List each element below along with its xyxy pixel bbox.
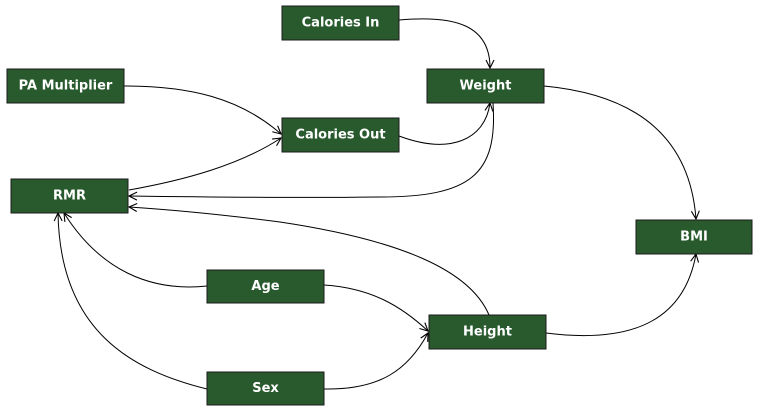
node-weight[interactable]: Weight	[426, 68, 545, 104]
edge-calories-out-to-weight	[398, 103, 490, 145]
edge-height-to-bmi	[545, 254, 696, 337]
edge-height-to-rmr	[129, 207, 490, 316]
edge-pa-multiplier-to-calories-out	[123, 85, 281, 134]
node-pa-multiplier[interactable]: PA Multiplier	[6, 68, 125, 104]
node-calories-in[interactable]: Calories In	[281, 5, 400, 41]
node-calories-out-label: Calories Out	[295, 128, 385, 143]
node-height-label: Height	[463, 325, 512, 340]
node-calories-in-label: Calories In	[302, 16, 380, 31]
edge-sex-to-rmr	[58, 213, 208, 390]
edge-weight-to-bmi	[543, 85, 696, 219]
node-bmi[interactable]: BMI	[635, 219, 753, 255]
edge-rmr-to-calories-out	[128, 138, 281, 191]
node-pa-multiplier-label: PA Multiplier	[19, 79, 113, 94]
node-rmr-label: RMR	[53, 189, 86, 204]
edge-calories-in-to-weight	[398, 18, 490, 68]
edge-age-to-rmr	[64, 213, 208, 288]
edges	[58, 18, 696, 390]
edge-sex-to-height	[323, 333, 428, 390]
node-height[interactable]: Height	[428, 314, 547, 350]
edge-weight-to-rmr	[129, 102, 495, 197]
node-rmr[interactable]: RMR	[10, 178, 129, 214]
node-calories-out[interactable]: Calories Out	[281, 117, 400, 153]
node-age[interactable]: Age	[206, 269, 325, 304]
node-age-label: Age	[251, 279, 279, 294]
node-sex-label: Sex	[252, 381, 279, 396]
node-weight-label: Weight	[460, 79, 512, 94]
edge-age-to-height	[323, 284, 428, 331]
node-sex[interactable]: Sex	[206, 371, 325, 406]
node-bmi-label: BMI	[680, 230, 708, 245]
